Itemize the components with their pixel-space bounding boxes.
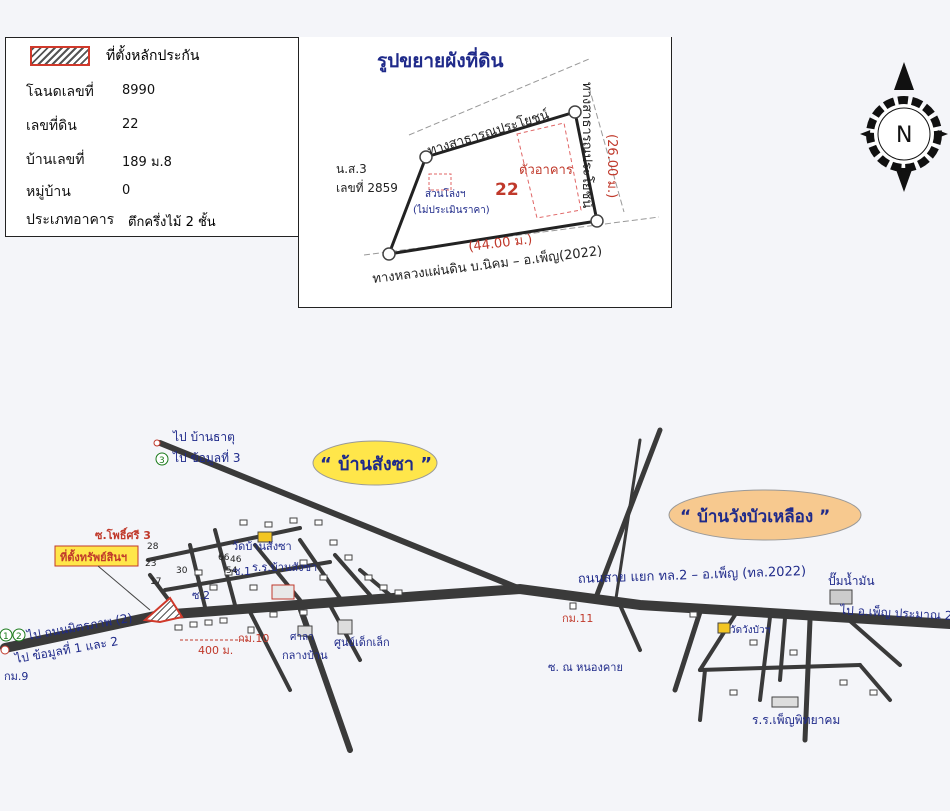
km9-label: กม.9 <box>4 670 28 683</box>
info-label-village: หมู่บ้าน <box>26 184 71 200</box>
ref-circle-2 <box>12 628 26 642</box>
endpoint-marker <box>153 439 161 447</box>
km10-label: กม.10 <box>238 632 269 645</box>
km11-label: กม.11 <box>562 612 593 625</box>
boundary-marker <box>590 214 604 228</box>
km-post-10 <box>247 626 255 634</box>
info-label-deed: โฉนดเลขที่ <box>26 84 94 100</box>
school-2-label: ร.ร.เพ็ญพิทยาคม <box>752 712 840 727</box>
info-value-land-no: 22 <box>122 117 139 132</box>
info-value-house-no: 189 ม.8 <box>122 155 172 170</box>
plot-title: รูปขยายผังที่ดิน <box>377 47 503 73</box>
pavilion-icon <box>297 625 313 637</box>
compass-north-arrow <box>894 62 914 90</box>
info-label-building-type: ประเภทอาคาร <box>26 212 115 228</box>
village-center-label: กลางบ้าน <box>282 649 328 662</box>
endpoint-marker <box>0 645 10 655</box>
annex-outline <box>428 173 452 191</box>
village-label-wangbua: “ บ้านวังบัวเหลือง ” <box>680 506 830 527</box>
house-markers <box>174 517 878 696</box>
temple-2-icon <box>717 622 731 634</box>
building-label: ตัวอาคาร <box>519 163 573 178</box>
neighbor-label-1: น.ส.3 <box>336 162 367 176</box>
temple-label: วัดบ้านสังซา <box>232 540 292 553</box>
info-value-deed: 8990 <box>122 83 156 98</box>
school-icon <box>271 584 295 600</box>
village-oval-wangbua <box>668 489 862 541</box>
dimension-right: (26.00 ม.) <box>604 134 619 198</box>
compass-letter: N <box>896 123 912 148</box>
main-road <box>0 583 950 653</box>
boundary-marker <box>382 247 396 261</box>
temple-icon <box>257 531 273 543</box>
childcare-icon <box>337 619 353 635</box>
road-right-label: ทางสาธารณประโยชน์ <box>579 82 595 208</box>
info-value-village: 0 <box>122 183 131 198</box>
annex-label-1: ส่วนโล่งฯ <box>425 187 466 200</box>
ref-circle-1 <box>0 628 13 642</box>
north-compass: N <box>860 62 948 192</box>
boundary-marker <box>419 150 433 164</box>
info-label-land-no: เลขที่ดิน <box>26 118 77 134</box>
gas-station-icon <box>829 589 853 605</box>
pavilion-label: ศาลา <box>290 632 314 643</box>
asset-callout-leader <box>97 565 151 611</box>
asset-callout-box <box>54 545 139 567</box>
info-label-house-no: บ้านเลขที่ <box>26 152 85 168</box>
compass-inner <box>877 107 931 161</box>
lot-number: 22 <box>495 180 519 200</box>
info-box: ที่ตั้งหลักประกัน โฉนดเลขที่ 8990 เลขที่… <box>5 37 299 237</box>
house-number: 28 <box>147 542 159 552</box>
ref-number-1: 1 <box>3 632 9 642</box>
legend-label: ที่ตั้งหลักประกัน <box>106 48 200 64</box>
temple-2-label: วัดวังบัวฯ <box>730 625 770 636</box>
info-value-building-type: ตึกครึ่งไม้ 2 ชั้น <box>128 215 216 230</box>
to-ban-that-label: ไป บ้านธาตุ <box>172 430 235 445</box>
collateral-legend-swatch <box>30 46 90 66</box>
plot-plan-svg: รูปขยายผังที่ดิน ทางสาธารณประโยชน์ ทางสา… <box>336 47 660 287</box>
school-2-icon <box>771 696 799 708</box>
road-to-ban-that <box>157 440 521 591</box>
ref-number-3: 3 <box>159 456 165 466</box>
ref-3-label: ไป ข้อมูลที่ 3 <box>172 449 241 466</box>
soi-phochi-label: ซ.โพธิ์ศรี 3 <box>95 527 151 542</box>
house-number: 23 <box>145 559 156 569</box>
km-post-11 <box>569 602 577 610</box>
house-number: 66 <box>218 553 230 563</box>
village-oval-sangsa <box>312 440 438 486</box>
childcare-label: ศูนย์เด็กเล็ก <box>334 635 390 649</box>
soi-2-label: ซ.2 <box>192 589 210 602</box>
annex-label-2: (ไม่ประเมินราคา) <box>413 204 490 216</box>
ref-circle-3 <box>155 452 169 466</box>
asset-callout-text: ที่ตั้งทรัพย์สินฯ <box>60 549 127 564</box>
public-road-top-edge <box>408 58 590 136</box>
village-label-sangsa: “ บ้านสังซา ” <box>320 454 432 475</box>
soi-1-label: ซ.1 <box>233 565 251 578</box>
soi-nongkhai-label: ซ. ณ หนองคาย <box>548 661 623 674</box>
collateral-site-marker <box>142 596 184 624</box>
public-road-right-edge <box>588 86 625 213</box>
building-outline <box>516 122 582 219</box>
main-road-label: ถนนสาย แยก ทล.2 – อ.เพ็ญ (ทล.2022) <box>578 561 807 587</box>
plot-plan-box: รูปขยายผังที่ดิน ทางสาธารณประโยชน์ ทางสา… <box>298 37 672 308</box>
neighbor-label-2: เลขที่ 2859 <box>336 179 398 195</box>
road-network <box>0 427 950 753</box>
house-number: 30 <box>176 566 188 576</box>
school-1-label: ร.ร.บ้านสังซา <box>252 561 317 574</box>
ref-number-2: 2 <box>16 632 22 642</box>
house-number: 17 <box>150 577 161 587</box>
distance-label: 400 ม. <box>198 644 233 657</box>
house-number: 46 <box>230 555 242 565</box>
house-number: 54 <box>226 566 238 576</box>
boundary-marker <box>568 105 582 119</box>
gas-station-label: ปั๊มน้ำมัน <box>828 572 875 588</box>
